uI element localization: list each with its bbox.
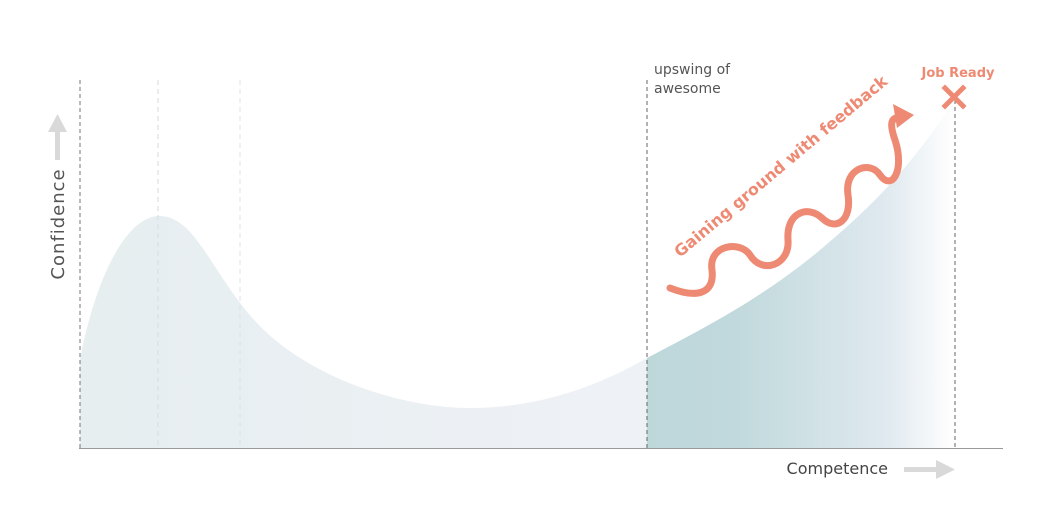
wavy-arrow-icon bbox=[666, 104, 914, 297]
arrow-up-icon bbox=[48, 114, 67, 160]
right-fade bbox=[930, 80, 1010, 450]
curve-area-early bbox=[80, 215, 647, 448]
upswing-label-line2: awesome bbox=[654, 81, 721, 97]
curve-area-upswing bbox=[647, 100, 955, 448]
x-axis-label: Competence bbox=[787, 459, 888, 478]
arrow-right-icon bbox=[904, 460, 955, 479]
job-ready-label: Job Ready bbox=[921, 66, 996, 81]
upswing-label-line1: upswing of bbox=[654, 62, 731, 78]
y-axis-label: Confidence bbox=[48, 168, 69, 279]
x-mark-icon bbox=[941, 84, 967, 110]
